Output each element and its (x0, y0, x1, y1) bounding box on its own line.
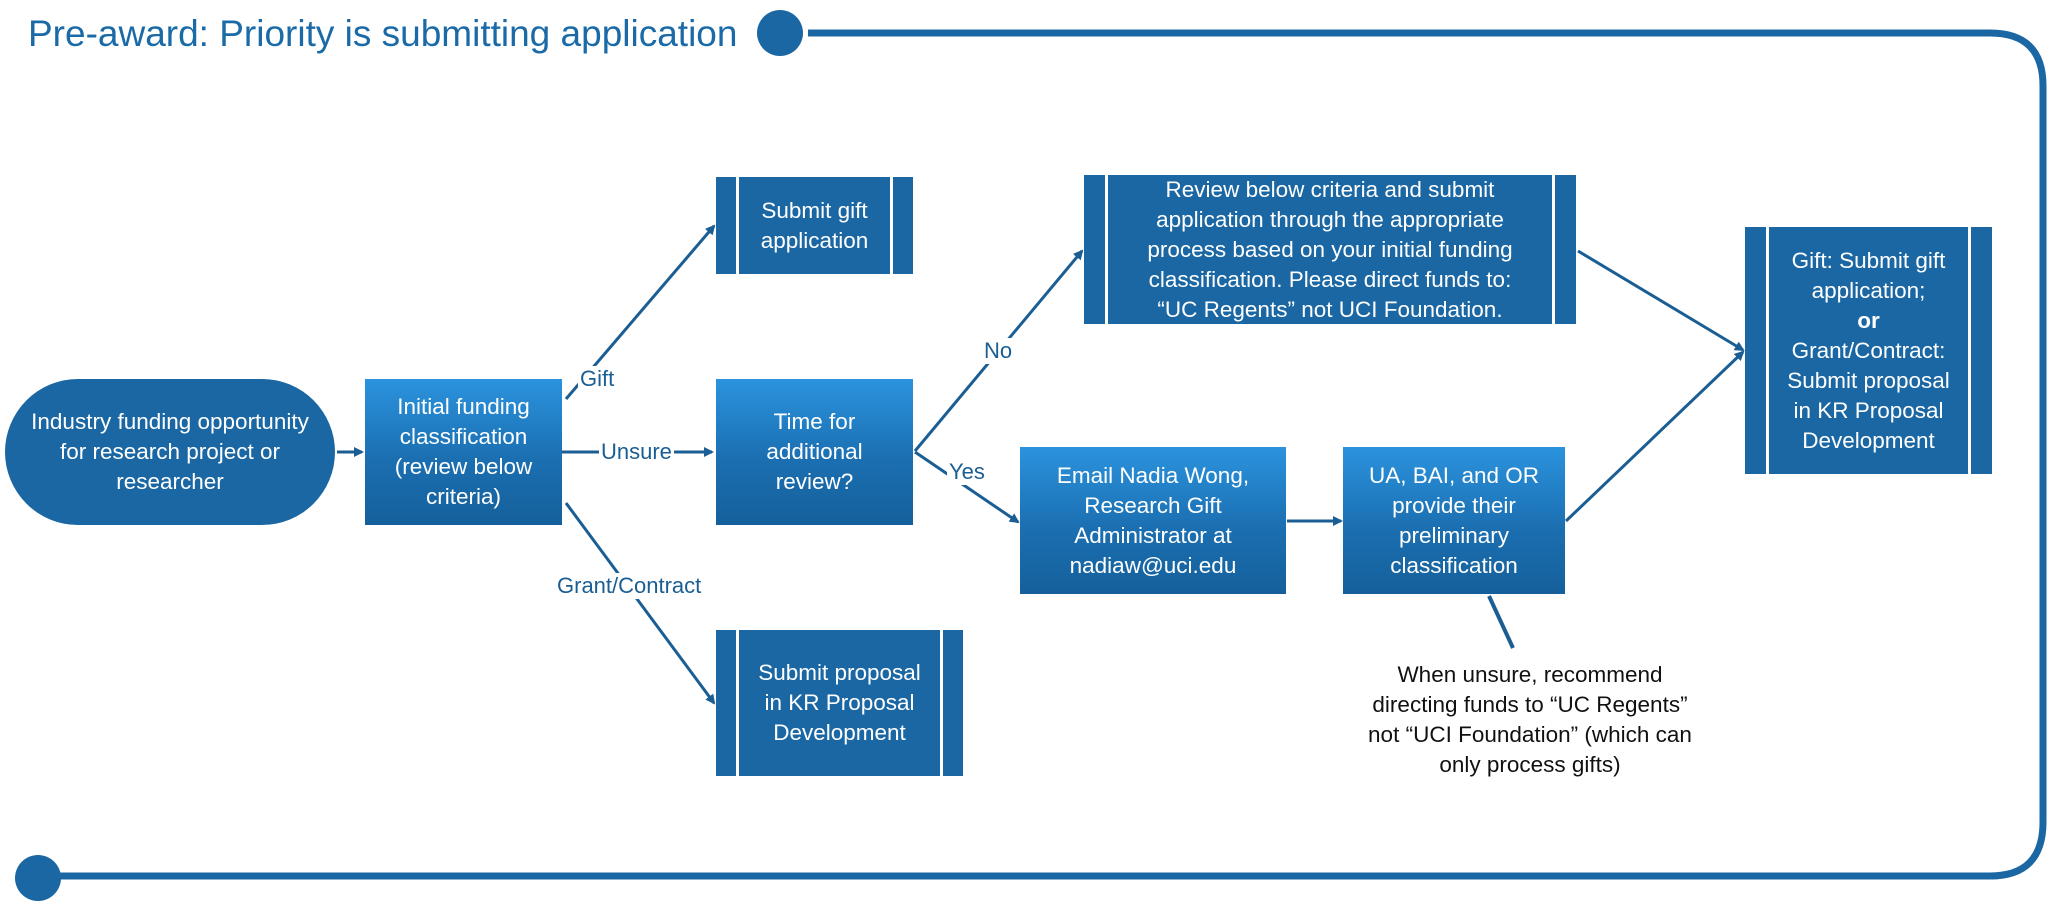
start-node-text: Industry funding opportunity for researc… (31, 409, 309, 494)
time-review-text: Time for additional review? (766, 409, 863, 494)
start-node: Industry funding opportunity for researc… (5, 379, 335, 525)
final-grant-text: Grant/Contract: Submit proposal in KR Pr… (1787, 337, 1950, 453)
final-gift-text: Gift: Submit gift application; (1791, 247, 1946, 303)
unsure-recommendation-note: When unsure, recommend directing funds t… (1368, 662, 1692, 777)
final-submit-node: Gift: Submit gift application; or Grant/… (1745, 227, 1992, 474)
edge-label-grant-contract: Grant/Contract (555, 573, 704, 599)
edge-initial-to-proposal (564, 502, 716, 705)
submit-gift-node: Submit gift application (716, 177, 913, 274)
initial-classification-node: Initial funding classification (review b… (365, 379, 562, 525)
initial-classification-text: Initial funding classification (review b… (394, 394, 533, 509)
frame-dot-top (757, 10, 803, 56)
final-or-text: or (1857, 307, 1880, 333)
frame-dot-bottom (15, 855, 61, 901)
time-review-node: Time for additional review? (716, 379, 913, 525)
edge-label-no: No (982, 338, 1015, 364)
preliminary-classification-text: UA, BAI, and OR provide their preliminar… (1368, 462, 1540, 578)
edge-time-to-email (914, 450, 1020, 524)
note-callout-line (1487, 595, 1515, 649)
review-criteria-node: Review below criteria and submit applica… (1084, 175, 1576, 324)
edge-label-unsure: Unsure (599, 439, 674, 465)
submit-proposal-text: Submit proposal in KR Proposal Developme… (758, 660, 921, 745)
edge-preliminary-to-final (1564, 350, 1745, 523)
review-criteria-text: Review below criteria and submit applica… (1147, 176, 1513, 322)
preliminary-classification-node: UA, BAI, and OR provide their preliminar… (1343, 447, 1565, 594)
email-nadia-node: Email Nadia Wong, Research Gift Administ… (1020, 447, 1286, 594)
page-title: Pre-award: Priority is submitting applic… (28, 13, 738, 54)
frame-line (38, 29, 2047, 880)
submit-gift-text: Submit gift application (760, 197, 869, 253)
submit-proposal-node: Submit proposal in KR Proposal Developme… (716, 630, 963, 776)
final-submit-text: Gift: Submit gift application; or Grant/… (1755, 246, 1982, 456)
edge-label-yes: Yes (947, 459, 987, 485)
edge-review-to-final (1577, 249, 1745, 352)
edge-label-gift: Gift (578, 366, 617, 392)
email-nadia-text: Email Nadia Wong, Research Gift Administ… (1056, 462, 1250, 578)
